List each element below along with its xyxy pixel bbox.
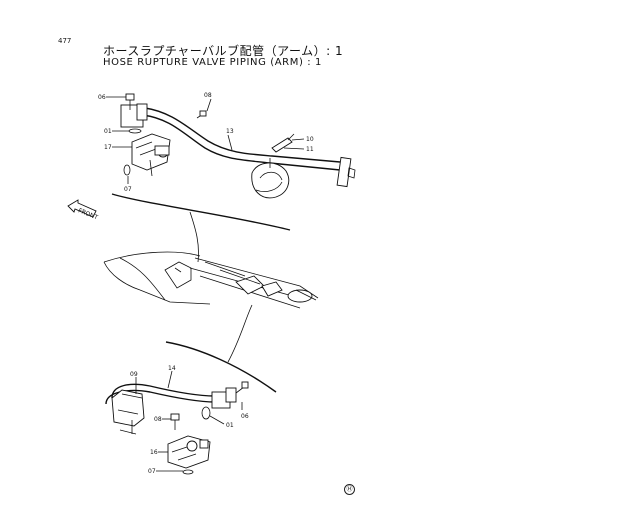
front-arrow: FRONT xyxy=(67,199,99,221)
pipe-13-edge xyxy=(144,107,341,163)
callout-06-bottom: 06 xyxy=(241,413,249,420)
callout-13: 13 xyxy=(226,128,234,135)
callout-07-bottom: 07 xyxy=(148,468,156,475)
pipe-clamp xyxy=(251,162,290,199)
pipe-end-fitting xyxy=(336,156,352,188)
detail-pointer-top xyxy=(189,211,199,263)
clamp-09 xyxy=(111,389,145,427)
callout-08-bottom: 08 xyxy=(154,416,162,423)
bracket-10 xyxy=(271,137,293,153)
callout-08-top: 08 xyxy=(204,92,212,99)
callout-01-bottom: 01 xyxy=(226,422,234,429)
detail-bracket-top xyxy=(111,193,291,231)
page-number: 477 xyxy=(58,37,72,45)
upper-assembly: 06 08 01 17 07 13 10 11 xyxy=(98,92,356,199)
callout-17: 17 xyxy=(104,144,112,151)
revision-mark: Ⓗ xyxy=(344,484,355,495)
detail-pointer-bottom xyxy=(227,304,253,363)
lower-assembly: 09 14 06 08 01 16 07 xyxy=(105,365,249,475)
callout-16: 16 xyxy=(150,449,158,456)
callout-10: 10 xyxy=(306,136,314,143)
o-ring-01 xyxy=(128,128,142,134)
callout-11: 11 xyxy=(306,146,314,153)
callout-09: 09 xyxy=(130,371,138,378)
o-ring-07-bottom xyxy=(182,469,194,475)
pipe-13 xyxy=(141,114,341,171)
o-ring-01-bottom xyxy=(201,406,211,420)
callout-01-top: 01 xyxy=(104,128,112,135)
title-japanese: ホースラプチャーバルブ配管（アーム）: 1 xyxy=(103,44,344,58)
callout-07-top: 07 xyxy=(124,186,132,193)
title-english: HOSE RUPTURE VALVE PIPING (ARM) : 1 xyxy=(103,57,322,68)
arm-overview xyxy=(103,251,319,309)
valve-17 xyxy=(131,133,171,171)
o-ring-07 xyxy=(123,164,131,176)
pipe-14 xyxy=(111,383,216,399)
callout-06-top: 06 xyxy=(98,94,106,101)
callout-14: 14 xyxy=(168,365,176,372)
detail-bracket-bottom xyxy=(165,341,277,393)
